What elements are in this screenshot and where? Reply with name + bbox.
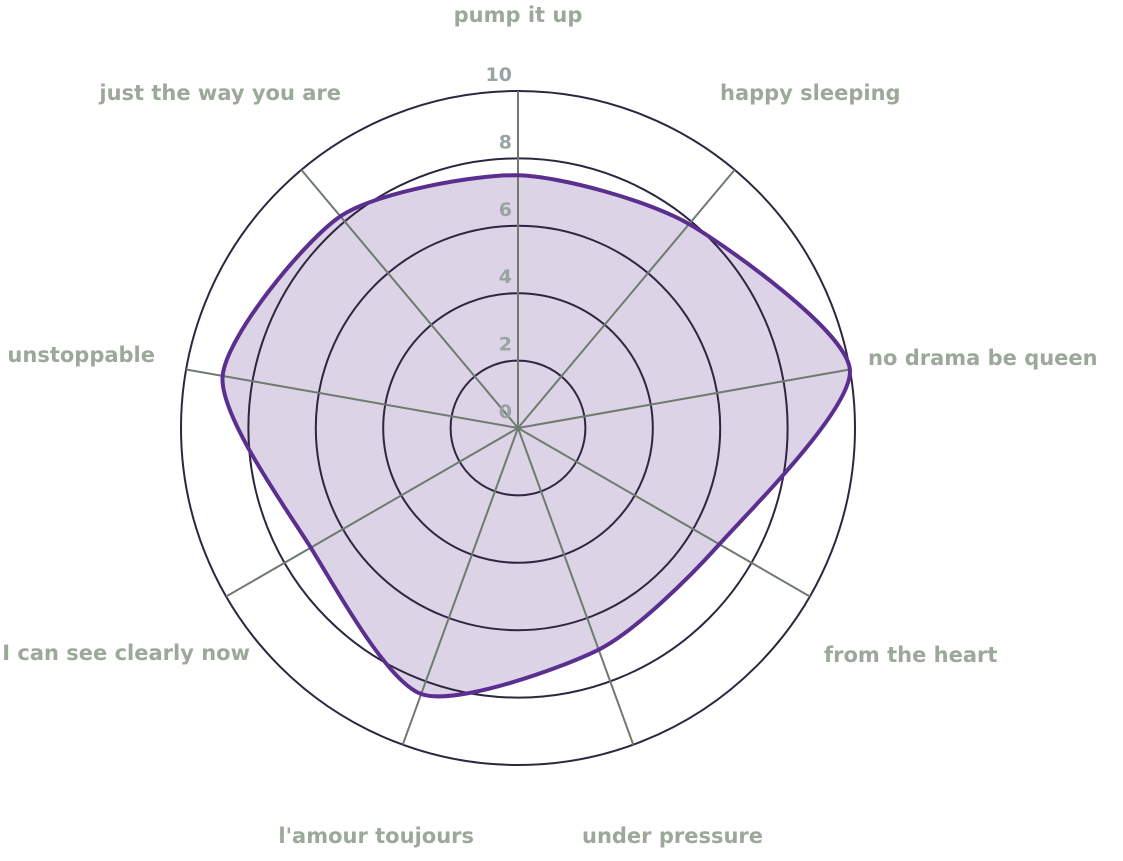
tick-label: 10: [486, 64, 512, 86]
category-label: under pressure: [582, 824, 763, 848]
category-label: l'amour toujours: [278, 824, 474, 848]
tick-label: 0: [499, 401, 512, 423]
axis-line: [517, 427, 635, 746]
category-label: from the heart: [824, 643, 997, 667]
series-line: [220, 173, 852, 699]
category-label: just the way you are: [98, 81, 341, 105]
category-label: I can see clearly now: [2, 641, 250, 665]
axis-line: [225, 427, 519, 598]
axis-line: [517, 427, 811, 598]
series-area: [222, 175, 850, 697]
axis-line: [517, 169, 736, 429]
category-label: no drama be queen: [868, 346, 1098, 370]
tick-label: 2: [499, 334, 512, 356]
category-label: happy sleeping: [720, 81, 901, 105]
tick-label: 8: [499, 131, 512, 153]
axis-line: [517, 368, 851, 429]
tick-label: 4: [499, 266, 512, 288]
tick-label: 6: [499, 199, 512, 221]
category-label: unstoppable: [7, 343, 155, 367]
axis-line: [401, 427, 519, 746]
axis-line: [185, 368, 519, 429]
category-label: pump it up: [454, 3, 583, 27]
axis-line: [300, 169, 519, 429]
